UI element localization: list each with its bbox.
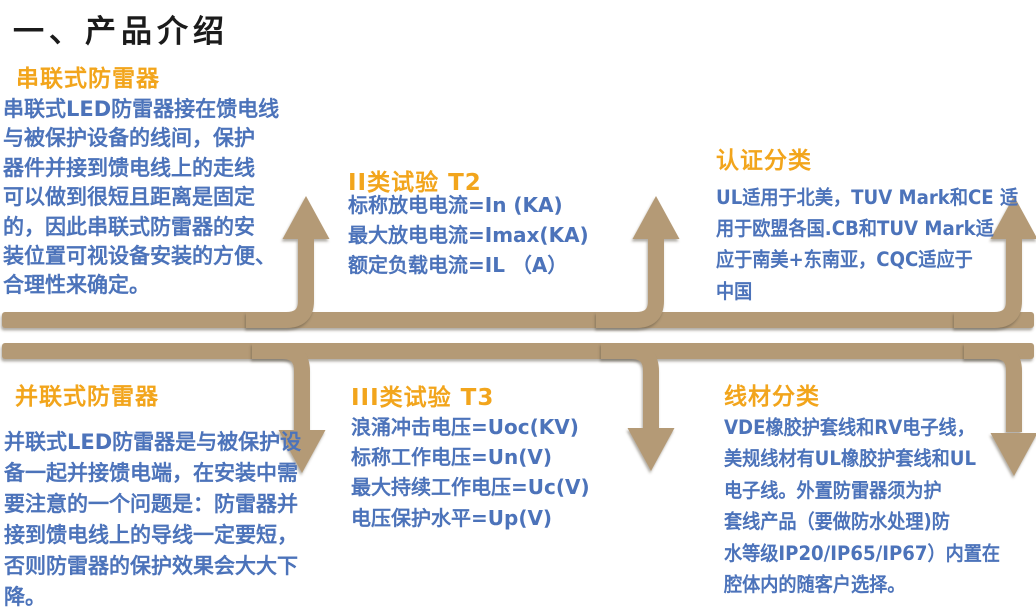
down-arrow-icon [601,343,675,471]
arrow-stem [954,237,1022,328]
down-arrow-icon [964,343,1036,476]
section-heading: 线材分类 [724,384,820,410]
section-body: UL适用于北美，TUV Mark和CE 适 用于欧盟各国.CB和TUV Mark… [716,186,1019,303]
down-arrow-icon [252,343,326,473]
arrow-stem [246,237,314,328]
section-body: 并联式LED防雷器是与被保护设 备一起并接馈电端，在安装中需 要注意的一个问题是… [4,430,302,609]
page-title: 一、产品介绍 [13,14,229,50]
section-heading: 并联式防雷器 [15,384,159,410]
arrow-stem [964,343,1022,432]
up-arrow-icon [246,196,330,328]
arrow-head [278,430,326,473]
arrow-stem [252,343,310,432]
arrow-stem [601,343,659,432]
section-body: 标称放电电流=In (KA) 最大放电电流=Imax(KA) 额定负载电流=IL… [348,193,589,277]
arrow-head [990,196,1036,239]
arrow-stem [596,237,664,328]
arrow-head [627,428,675,471]
arrow-head [632,196,680,239]
arrow-head [282,196,330,239]
section-body: 串联式LED防雷器接在馈电线 与被保护设备的线间，保护 器件并接到馈电线上的走线… [3,97,280,298]
top-feed-line-band [2,312,1034,328]
section-body: 浪涌冲击电压=Uoc(KV) 标称工作电压=Un(V) 最大持续工作电压=Uc(… [351,415,590,530]
arrow-head [990,433,1036,476]
section-heading: II类试验 T2 [348,170,482,196]
up-arrow-icon [954,196,1036,328]
section-heading: 串联式防雷器 [16,66,160,92]
section-heading: III类试验 T3 [351,385,495,411]
section-heading: 认证分类 [716,148,812,174]
bottom-feed-line-band [2,343,1034,359]
section-body: VDE橡胶护套线和RV电子线， 美规线材有UL橡胶护套线和UL 电子线。外置防雷… [724,416,1001,597]
up-arrow-icon [596,196,680,328]
